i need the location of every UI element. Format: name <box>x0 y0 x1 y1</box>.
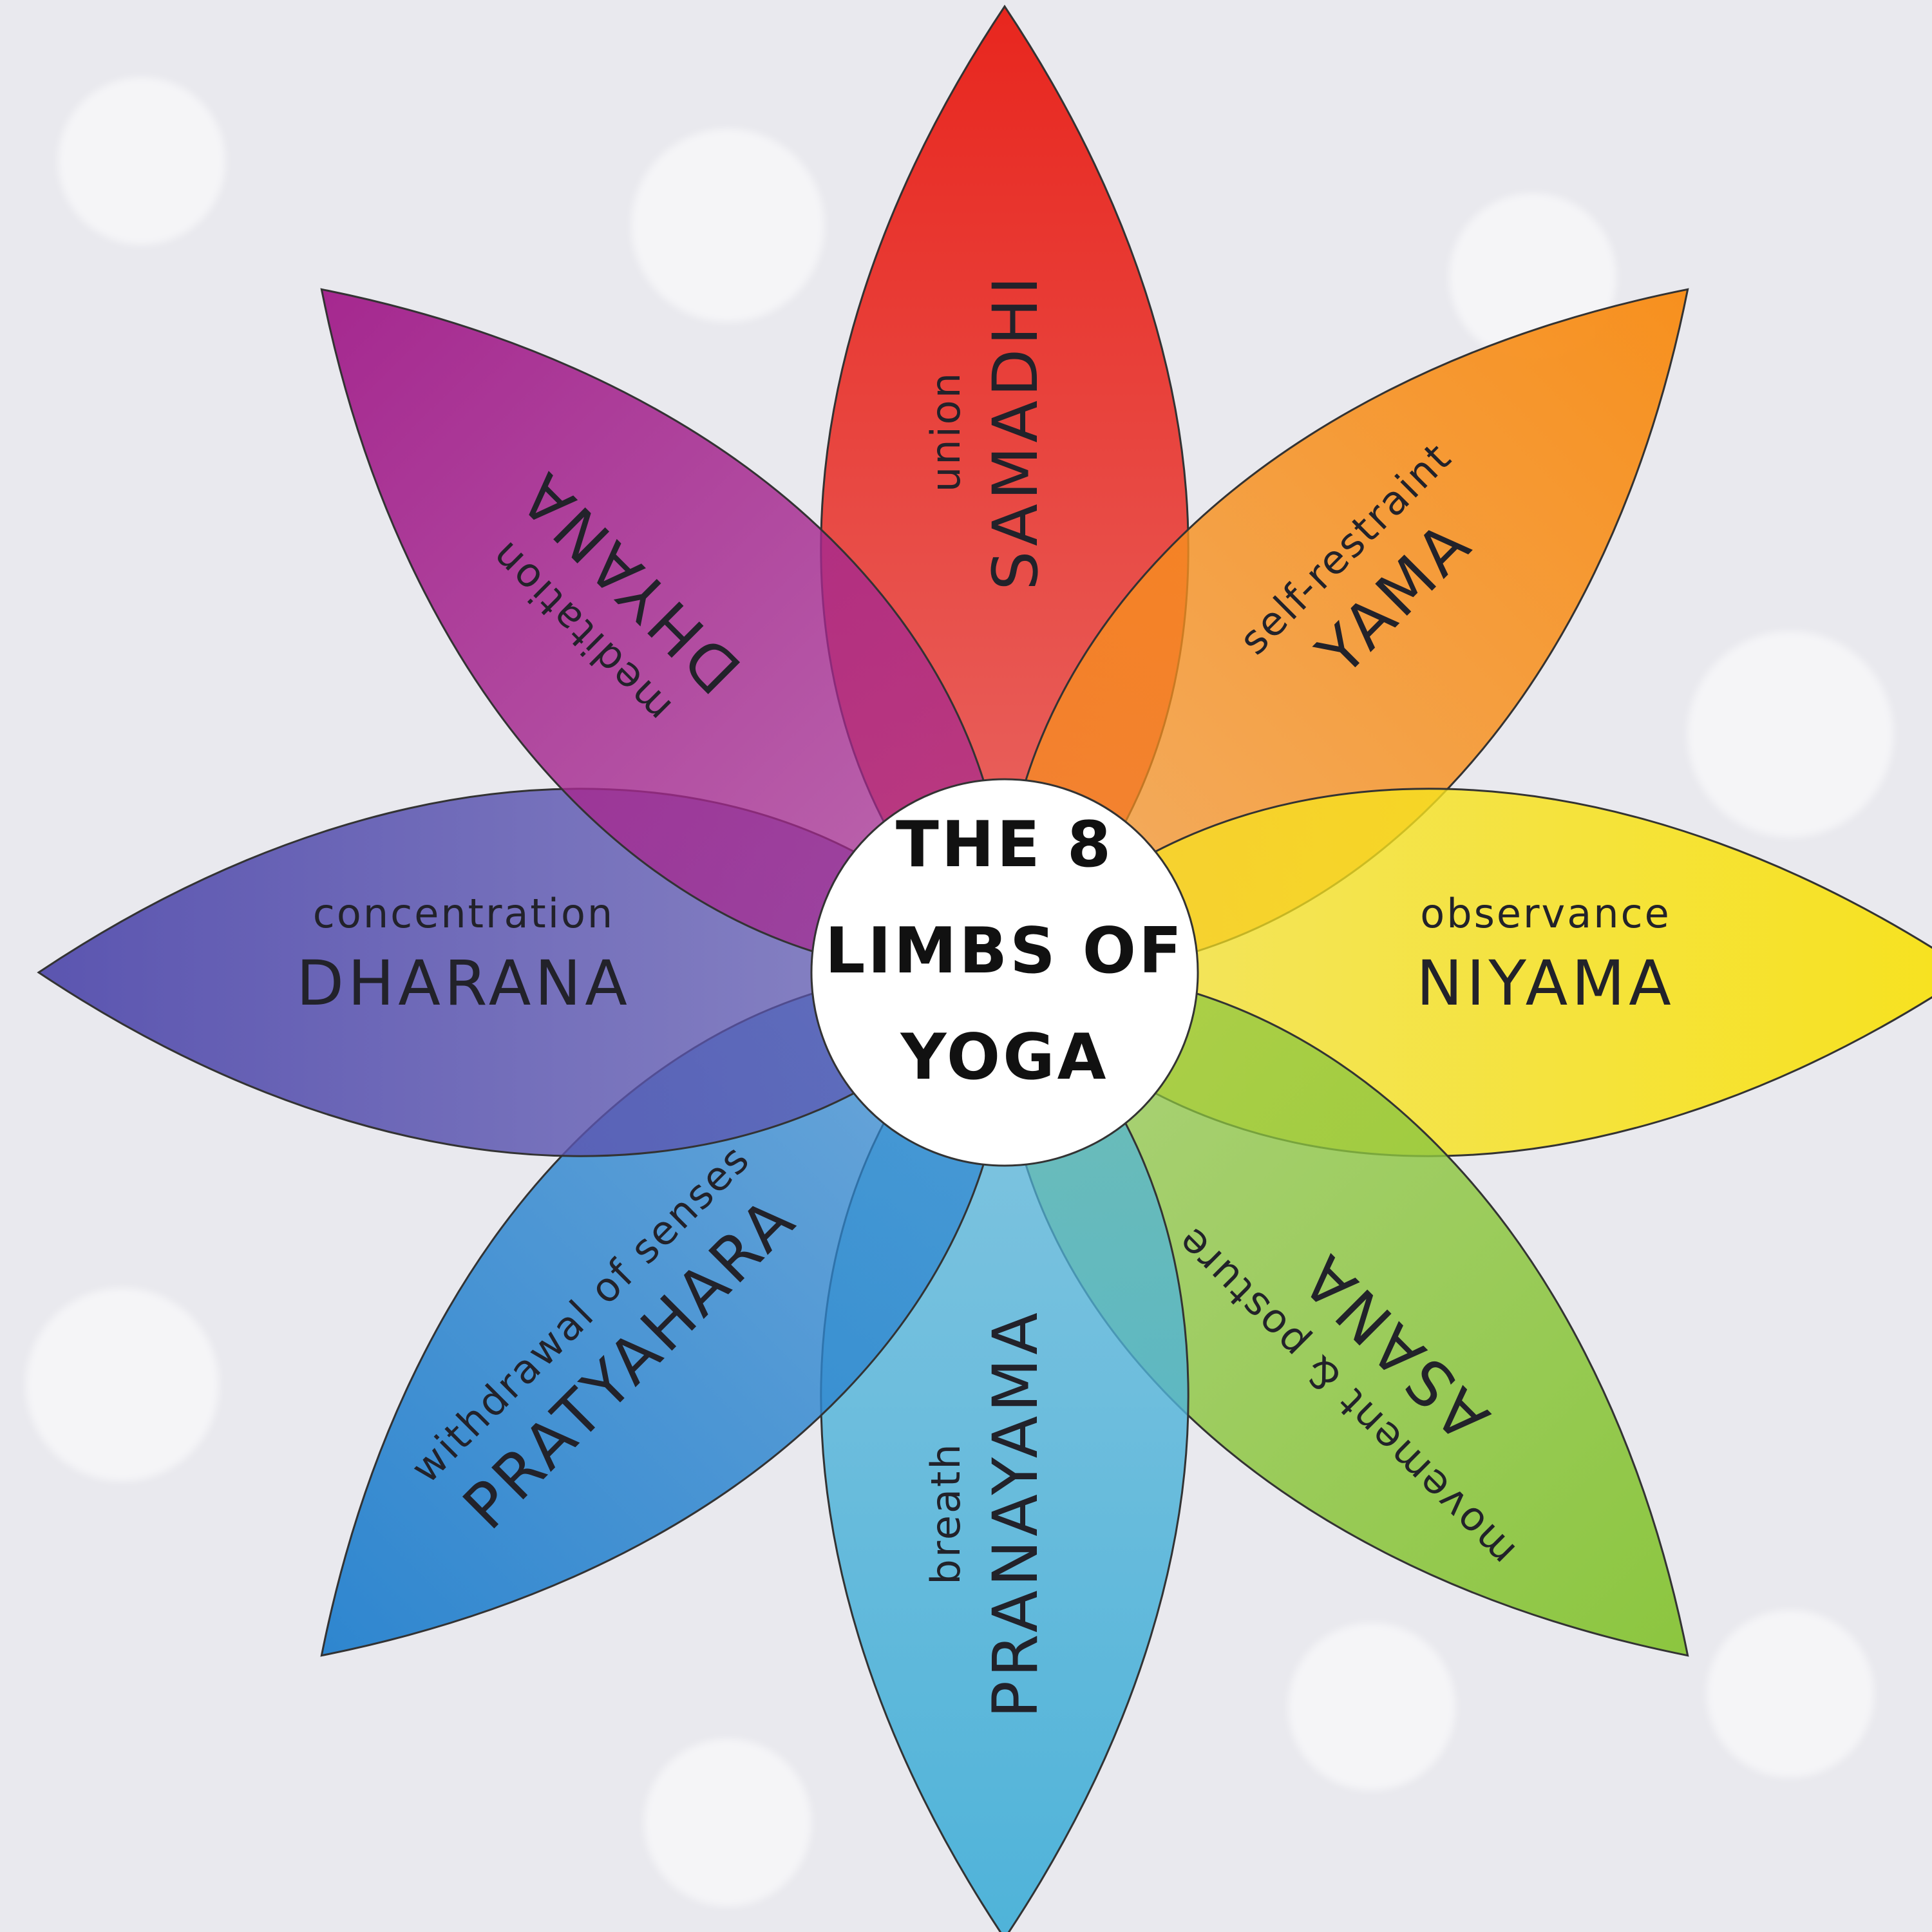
limb-meaning: observance <box>1420 890 1671 937</box>
center-badge: THE 8 LIMBS OF YOGA <box>810 778 1199 1167</box>
bokeh-light <box>644 1739 811 1906</box>
limb-meaning: concentration <box>313 890 614 937</box>
limb-name: PRANAYAMA <box>980 1309 1052 1718</box>
bokeh-light <box>631 129 824 322</box>
limb-name: DHARANA <box>296 947 631 1019</box>
center-title-line-2: LIMBS OF <box>825 914 1184 988</box>
bokeh-light <box>58 77 225 245</box>
limb-name: NIYAMA <box>1416 947 1674 1019</box>
bokeh-light <box>26 1288 219 1481</box>
petal-dhyana <box>320 288 1008 976</box>
limb-name: SAMADHI <box>980 272 1052 590</box>
limb-meaning: breath <box>922 1442 969 1584</box>
center-title-line-1: THE 8 <box>896 808 1113 882</box>
bokeh-light <box>1687 631 1893 837</box>
bokeh-light <box>1707 1610 1874 1777</box>
center-circle <box>810 778 1199 1167</box>
limb-meaning: union <box>922 371 969 492</box>
bokeh-light <box>1288 1623 1455 1790</box>
center-title-line-3: YOGA <box>900 1021 1108 1094</box>
